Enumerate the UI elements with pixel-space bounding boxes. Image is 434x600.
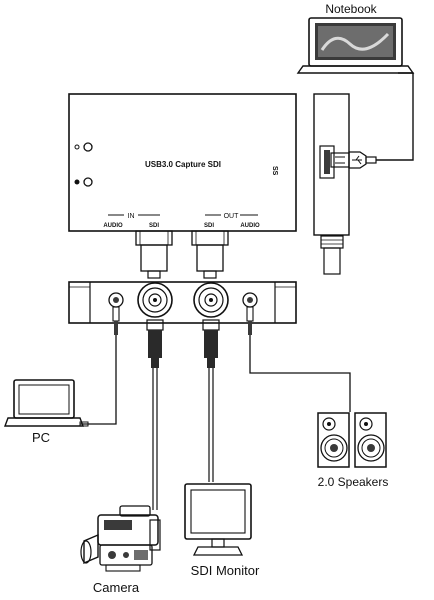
bnc-cable-boot	[202, 319, 220, 368]
out-audio-label: AUDIO	[240, 223, 260, 229]
notebook-label: Notebook	[325, 2, 377, 16]
bnc-cable-boot	[146, 319, 164, 368]
audio-in-cable	[80, 335, 117, 425]
out-label: OUT	[224, 213, 240, 220]
notebook-icon	[296, 17, 415, 74]
pc-label: PC	[32, 430, 50, 445]
usb-plug-icon	[330, 151, 377, 169]
audio-out-cable	[249, 335, 351, 412]
audio-jack-icon	[242, 292, 258, 308]
bnc-connector-icon	[193, 282, 229, 318]
usb-ss-badge: SS	[271, 166, 278, 176]
monitor-icon	[184, 483, 252, 556]
bnc-connector-icon	[191, 230, 229, 279]
sdi-out-cable	[208, 368, 214, 482]
out-sdi-label: SDI	[204, 223, 214, 229]
bnc-connector-icon	[135, 230, 173, 279]
laptop-icon	[3, 379, 89, 427]
audio-jack-icon	[108, 292, 124, 308]
device-side-view	[313, 93, 350, 275]
sdi-monitor-label: SDI Monitor	[191, 563, 260, 578]
speaker-icon	[354, 412, 387, 468]
in-sdi-label: SDI	[149, 223, 159, 229]
speaker-icon	[317, 412, 350, 468]
camera-label: Camera	[93, 580, 140, 595]
speakers-label: 2.0 Speakers	[318, 475, 389, 489]
bnc-connector-icon	[137, 282, 173, 318]
sdi-in-cable	[152, 368, 158, 510]
usb-cable	[376, 72, 414, 161]
camera-icon	[80, 505, 161, 572]
in-audio-label: AUDIO	[103, 223, 123, 229]
in-label: IN	[128, 213, 135, 220]
capture-device	[68, 93, 297, 232]
device-title: USB3.0 Capture SDI	[145, 160, 221, 169]
device-front-panel	[68, 281, 297, 324]
